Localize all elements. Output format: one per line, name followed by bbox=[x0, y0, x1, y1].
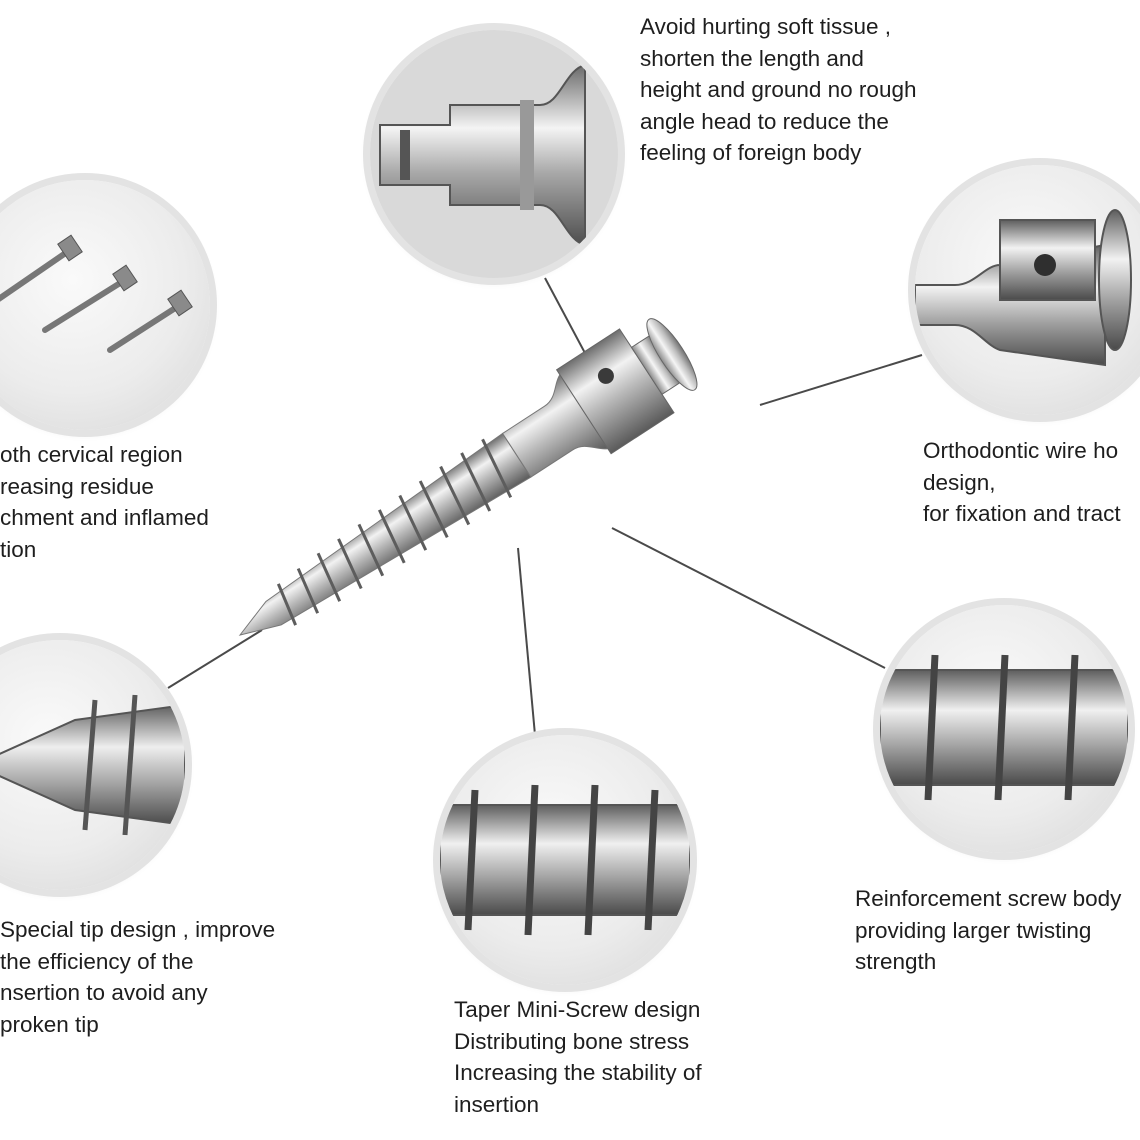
caption-head-line-4: angle head to reduce the bbox=[640, 108, 889, 134]
leader-taper bbox=[517, 547, 536, 736]
caption-tip-line-3: nsertion to avoid any bbox=[0, 980, 208, 1005]
caption-head-line-1: Avoid hurting soft tissue , bbox=[640, 14, 891, 39]
head-detail-icon bbox=[370, 30, 618, 278]
caption-head: Avoid hurting soft tissue , shorten the … bbox=[640, 11, 916, 169]
caption-reinforcement-line-1: Reinforcement screw body bbox=[855, 886, 1122, 911]
caption-taper-line-3: Increasing the stability of bbox=[454, 1060, 702, 1085]
caption-reinforcement-line-2: providing larger twisting bbox=[855, 917, 1092, 943]
caption-tip-line-4: proken tip bbox=[0, 1011, 99, 1037]
caption-reinforcement-line-3: strength bbox=[855, 949, 937, 974]
caption-cervical-line-2: reasing residue bbox=[0, 473, 154, 499]
caption-taper-line-4: insertion bbox=[454, 1091, 540, 1117]
wire-hole-detail-icon bbox=[915, 209, 1132, 367]
reinforcement-body-detail-icon bbox=[880, 654, 1128, 801]
caption-taper-line-2: Distributing bone stress bbox=[454, 1028, 690, 1054]
caption-head-line-5: feeling of foreign body bbox=[640, 140, 862, 165]
detail-circle-cervical bbox=[0, 180, 210, 430]
caption-cervical-line-4: tion bbox=[0, 536, 37, 562]
caption-cervical: oth cervical region reasing residue chme… bbox=[0, 439, 209, 565]
caption-wire-hole: Orthodontic wire ho design, for fixation… bbox=[923, 435, 1121, 530]
screws-group-icon bbox=[0, 234, 193, 353]
detail-circle-taper bbox=[440, 735, 690, 985]
screw-threads bbox=[276, 438, 513, 626]
taper-thread-detail-icon bbox=[440, 784, 690, 936]
caption-cervical-line-1: oth cervical region bbox=[0, 442, 183, 467]
caption-wire-hole-line-2: design, bbox=[923, 469, 996, 495]
leader-tip bbox=[167, 629, 263, 689]
caption-tip-line-2: the efficiency of the bbox=[0, 948, 194, 974]
caption-reinforcement: Reinforcement screw body providing large… bbox=[855, 883, 1121, 978]
caption-cervical-line-3: chment and inflamed bbox=[0, 505, 209, 530]
detail-circle-reinforcement bbox=[880, 605, 1128, 853]
caption-taper-line-1: Taper Mini-Screw design bbox=[454, 997, 701, 1022]
caption-taper: Taper Mini-Screw design Distributing bon… bbox=[454, 994, 702, 1120]
caption-tip-line-1: Special tip design , improve bbox=[0, 917, 276, 942]
leader-reinforcement bbox=[611, 527, 886, 669]
caption-tip: Special tip design , improve the efficie… bbox=[0, 914, 275, 1040]
caption-wire-hole-line-3: for fixation and tract bbox=[923, 501, 1121, 526]
caption-head-line-2: shorten the length and bbox=[640, 45, 864, 71]
caption-head-line-3: height and ground no rough bbox=[640, 77, 917, 102]
caption-wire-hole-line-1: Orthodontic wire ho bbox=[923, 438, 1119, 463]
leader-wire-hole bbox=[759, 354, 923, 406]
tip-detail-icon bbox=[0, 694, 185, 836]
detail-circle-wire-hole bbox=[915, 165, 1140, 415]
detail-circle-tip bbox=[0, 640, 185, 890]
detail-circle-head bbox=[370, 30, 618, 278]
